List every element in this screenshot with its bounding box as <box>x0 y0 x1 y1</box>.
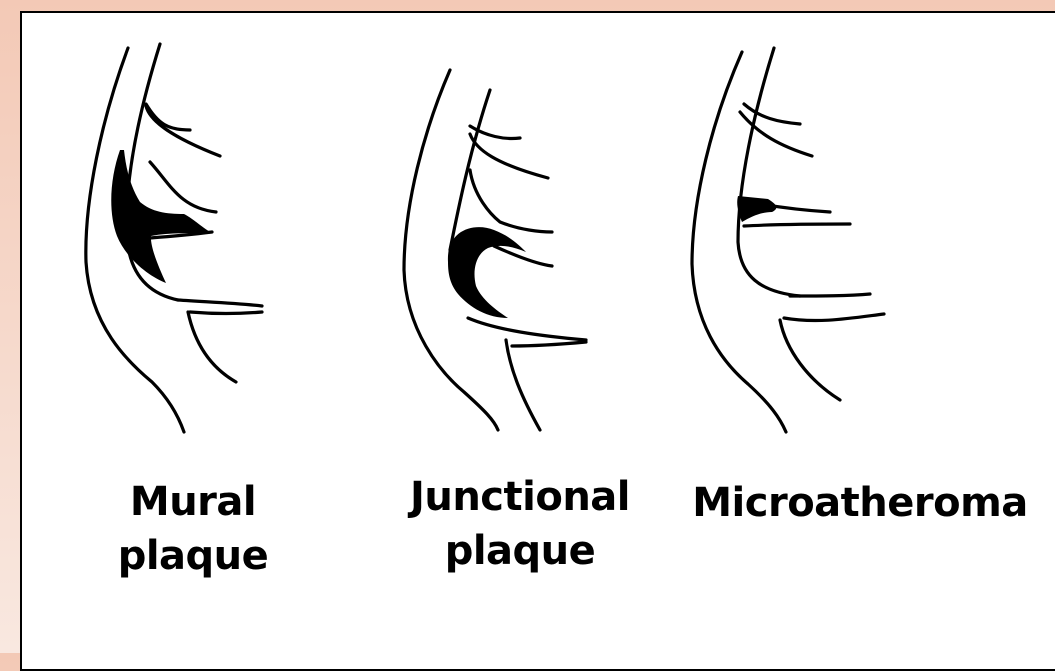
branch-middle <box>494 246 552 266</box>
label-line: plaque <box>93 529 293 583</box>
branch-lower <box>790 294 870 296</box>
branch-lower <box>512 342 586 346</box>
junctional-plaque-deposit <box>448 227 526 318</box>
vessel-microatheroma <box>692 48 884 432</box>
label-line: plaque <box>400 524 640 578</box>
label-line: Junctional <box>400 470 640 524</box>
panel-label-microatheroma: Microatheroma <box>680 476 1040 530</box>
branch-lower <box>784 314 884 321</box>
mural-plaque-deposit <box>111 150 210 283</box>
branch-lower <box>190 312 262 314</box>
vessel-inner-wall <box>738 48 800 296</box>
vessel-junctional-plaque <box>404 70 586 430</box>
branch-lower <box>468 318 586 340</box>
branch-middle <box>150 162 216 212</box>
panel-label-junctional-plaque: Junctional plaque <box>400 470 640 578</box>
branch-middle <box>744 224 850 226</box>
branch-middle <box>470 170 552 232</box>
label-line: Microatheroma <box>680 476 1040 530</box>
panel-label-mural-plaque: Mural plaque <box>93 475 293 583</box>
microatheroma-deposit <box>737 196 776 222</box>
branch-lower <box>780 320 840 400</box>
branch-lower <box>506 340 540 430</box>
branch-upper <box>470 134 548 178</box>
label-line: Mural <box>93 475 293 529</box>
branch-lower <box>188 312 236 382</box>
vessel-mural-plaque <box>86 44 262 432</box>
branch-lower <box>178 300 262 306</box>
